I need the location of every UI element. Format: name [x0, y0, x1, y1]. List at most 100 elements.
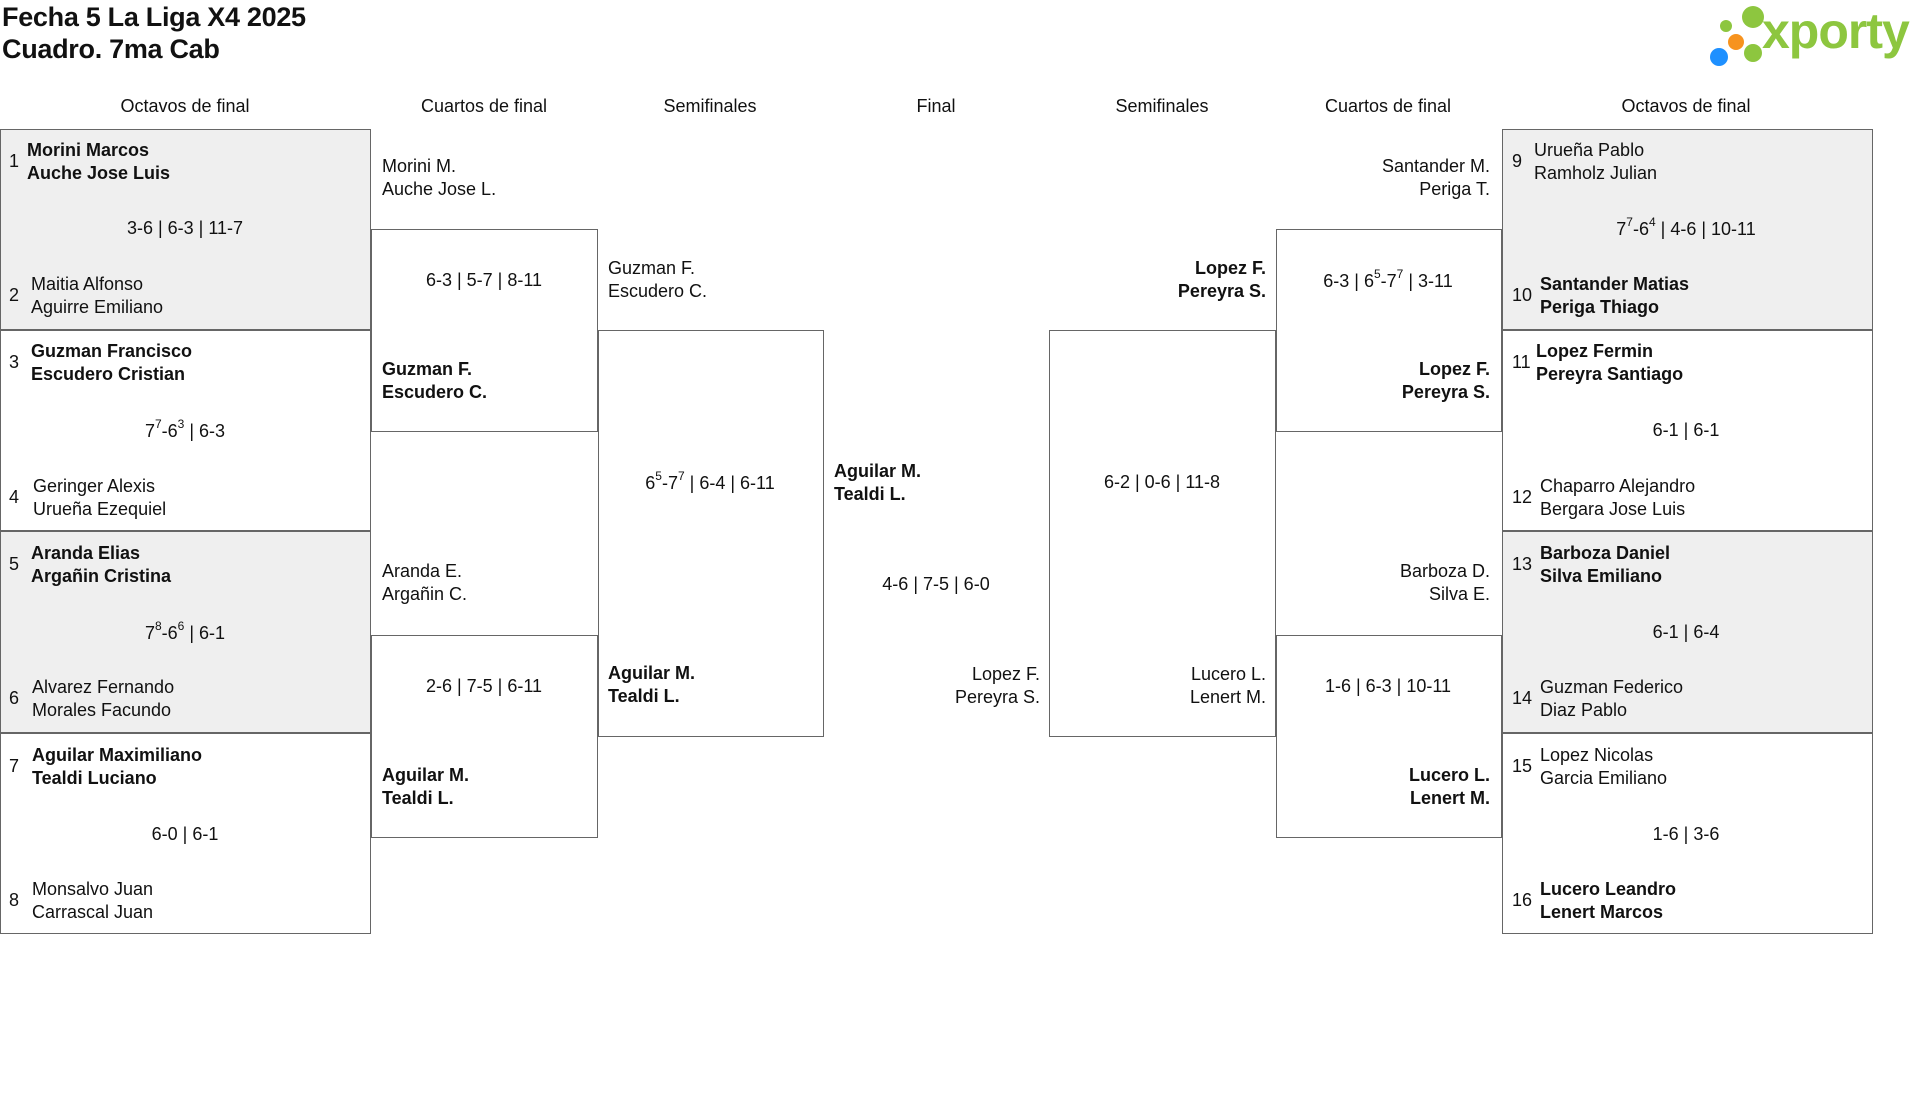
- column-header-right-semis: Semifinales: [1115, 96, 1209, 116]
- player-name: Tealdi L.: [608, 686, 680, 706]
- player-name: Morales Facundo: [32, 700, 172, 720]
- column-header-right-octavos: Octavos de final: [1621, 96, 1751, 116]
- player-name: Argañin Cristina: [31, 566, 172, 586]
- player-name: Pereyra S.: [954, 687, 1040, 707]
- player-name: Aguilar M.: [608, 663, 696, 683]
- seed-number: 9: [1512, 151, 1523, 171]
- xporty-logo: xporty: [1698, 3, 1920, 68]
- page-subtitle: Cuadro. 7ma Cab: [2, 34, 220, 64]
- player-name: Escudero Cristian: [31, 364, 186, 384]
- player-name: Pereyra S.: [1177, 281, 1266, 301]
- player-name: Tealdi L.: [382, 788, 454, 808]
- player-name: Lucero Leandro: [1540, 879, 1677, 899]
- player-name: Bergara Jose Luis: [1540, 499, 1686, 519]
- player-name: Santander Matias: [1540, 274, 1690, 294]
- player-name: Tealdi L.: [834, 484, 906, 504]
- match-score: 65-77 | 6-4 | 6-11: [645, 469, 775, 493]
- match-box-right-r16-1: [1502, 129, 1873, 330]
- player-name: Aguilar M.: [382, 765, 470, 785]
- player-name: Periga Thiago: [1540, 297, 1660, 317]
- player-name: Morini Marcos: [27, 140, 150, 160]
- seed-number: 2: [9, 285, 20, 305]
- logo-dot-blue-icon: [1710, 48, 1728, 66]
- match-score: 77-64 | 4-6 | 10-11: [1616, 215, 1756, 239]
- match-score: 6-3 | 5-7 | 8-11: [425, 270, 543, 290]
- match-score: 2-6 | 7-5 | 6-11: [425, 676, 543, 696]
- match-box-left-qf-2: [371, 635, 598, 838]
- column-header-left-cuartos: Cuartos de final: [420, 96, 548, 116]
- page-title: Fecha 5 La Liga X4 2025: [2, 2, 306, 32]
- player-name: Guzman Federico: [1540, 677, 1684, 697]
- match-box-right-qf-2: [1276, 635, 1502, 838]
- player-name: Aranda Elias: [31, 543, 141, 563]
- match-box-right-qf-1: [1276, 229, 1502, 432]
- player-name: Lucero L.: [1190, 664, 1266, 684]
- player-name: Guzman Francisco: [31, 341, 193, 361]
- player-name: Lopez F.: [1419, 359, 1490, 379]
- player-name: Guzman F.: [382, 359, 473, 379]
- seed-number: 10: [1512, 285, 1533, 305]
- player-name: Alvarez Fernando: [32, 677, 175, 697]
- match-score: 6-3 | 65-77 | 3-11: [1323, 267, 1453, 291]
- seed-number: 7: [9, 756, 20, 776]
- seed-number: 4: [9, 487, 20, 507]
- player-name: Barboza D.: [1399, 561, 1490, 581]
- match-score: 1-6 | 3-6: [1652, 824, 1720, 844]
- match-box-right-r16-4: [1502, 733, 1873, 934]
- seed-number: 12: [1512, 487, 1533, 507]
- player-name: Aguilar Maximiliano: [32, 745, 203, 765]
- player-name: Pereyra Santiago: [1536, 364, 1684, 384]
- seed-number: 11: [1512, 352, 1531, 372]
- seed-number: 5: [9, 554, 20, 574]
- logo-dot-orange-icon: [1728, 34, 1744, 50]
- player-name: Monsalvo Juan: [32, 879, 154, 899]
- match-box-right-r16-3: [1502, 531, 1873, 733]
- match-score: 6-1 | 6-1: [1652, 420, 1720, 440]
- player-name: Urueña Pablo: [1534, 140, 1645, 160]
- match-score: 6-0 | 6-1: [151, 824, 219, 844]
- player-name: Lenert M.: [1189, 687, 1266, 707]
- player-name: Ramholz Julian: [1534, 163, 1658, 183]
- player-name: Periga T.: [1419, 179, 1490, 199]
- column-header-final: Final: [916, 96, 956, 116]
- logo-dot-green-small-icon: [1720, 20, 1732, 32]
- seed-number: 6: [9, 688, 20, 708]
- player-name: Lopez Nicolas: [1540, 745, 1654, 765]
- player-name: Morini M.: [382, 156, 457, 176]
- match-score: 3-6 | 6-3 | 11-7: [126, 218, 244, 238]
- logo-text: xporty: [1762, 3, 1910, 59]
- column-header-left-semis: Semifinales: [663, 96, 757, 116]
- match-box-left-r16-2: [0, 330, 371, 531]
- player-name: Aranda E.: [382, 561, 463, 581]
- match-score: 1-6 | 6-3 | 10-11: [1324, 676, 1452, 696]
- match-box-left-qf-1: [371, 229, 598, 432]
- match-box-left-r16-4: [0, 733, 371, 934]
- player-name: Tealdi Luciano: [32, 768, 157, 788]
- player-name: Urueña Ezequiel: [33, 499, 167, 519]
- player-name: Auche Jose Luis: [27, 163, 171, 183]
- player-name: Silva Emiliano: [1540, 566, 1663, 586]
- player-name: Lopez F.: [971, 664, 1040, 684]
- player-name: Aguirre Emiliano: [31, 297, 164, 317]
- final-score: 4-6 | 7-5 | 6-0: [882, 574, 990, 594]
- player-name: Diaz Pablo: [1540, 700, 1628, 720]
- player-name: Garcia Emiliano: [1540, 768, 1668, 788]
- player-name: Geringer Alexis: [33, 476, 156, 496]
- player-name: Lenert Marcos: [1540, 902, 1664, 922]
- player-name: Guzman F.: [608, 258, 696, 278]
- player-name: Maitia Alfonso: [31, 274, 144, 294]
- seed-number: 1: [9, 151, 20, 171]
- player-name: Pereyra S.: [1401, 382, 1490, 402]
- logo-dot-green-bottom-icon: [1744, 44, 1762, 62]
- match-box-right-sf: [1049, 330, 1276, 737]
- seed-number: 3: [9, 352, 20, 372]
- match-box-left-r16-1: [0, 129, 371, 330]
- column-header-right-cuartos: Cuartos de final: [1324, 96, 1452, 116]
- player-name: Lenert M.: [1409, 788, 1490, 808]
- player-name: Lopez F.: [1195, 258, 1266, 278]
- seed-number: 15: [1512, 756, 1533, 776]
- player-name: Lucero L.: [1408, 765, 1490, 785]
- match-score: 6-1 | 6-4: [1652, 622, 1720, 642]
- match-box-right-r16-2: [1502, 330, 1873, 531]
- player-name: Carrascal Juan: [32, 902, 154, 922]
